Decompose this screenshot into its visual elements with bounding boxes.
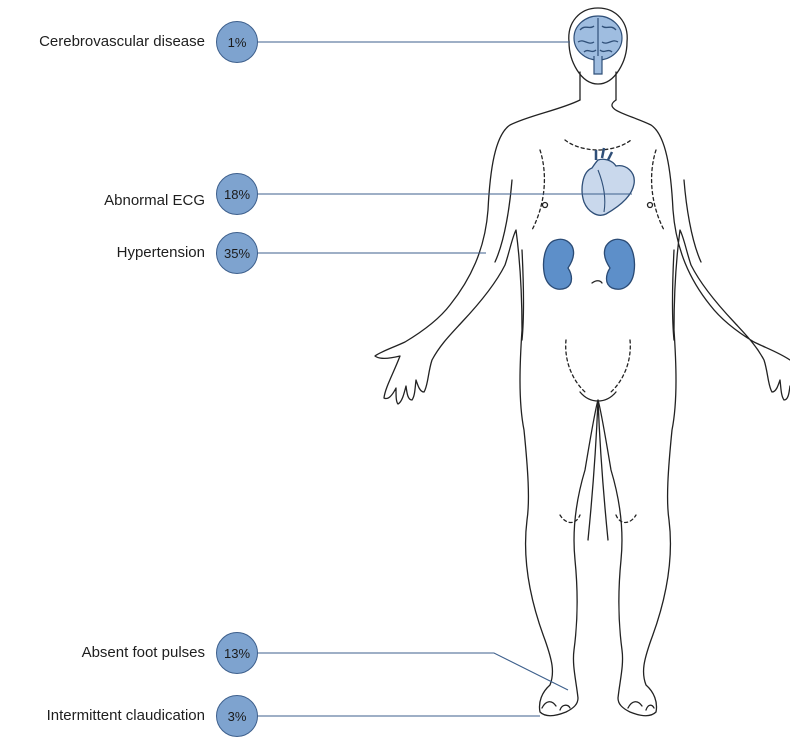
brain-icon xyxy=(574,16,622,74)
finding-label-absent-foot-pulses: Absent foot pulses xyxy=(0,644,205,662)
finding-label-hypertension: Hypertension xyxy=(0,244,205,262)
percent-badge-absent-foot-pulses: 13% xyxy=(216,632,258,674)
percent-badge-hypertension: 35% xyxy=(216,232,258,274)
kidney-icon xyxy=(544,239,635,289)
heart-icon xyxy=(582,148,634,215)
finding-label-abnormal-ecg: Abnormal ECG xyxy=(0,192,205,210)
percent-badge-abnormal-ecg: 18% xyxy=(216,173,258,215)
percent-badge-intermittent-claudication: 3% xyxy=(216,695,258,737)
percent-badge-cerebrovascular: 1% xyxy=(216,21,258,63)
finding-label-cerebrovascular: Cerebrovascular disease xyxy=(0,33,205,51)
leader-line-right-foot xyxy=(258,653,568,690)
leader-lines xyxy=(258,42,632,716)
human-body-figure xyxy=(375,8,790,716)
finding-label-intermittent-claudication: Intermittent claudication xyxy=(0,707,205,725)
